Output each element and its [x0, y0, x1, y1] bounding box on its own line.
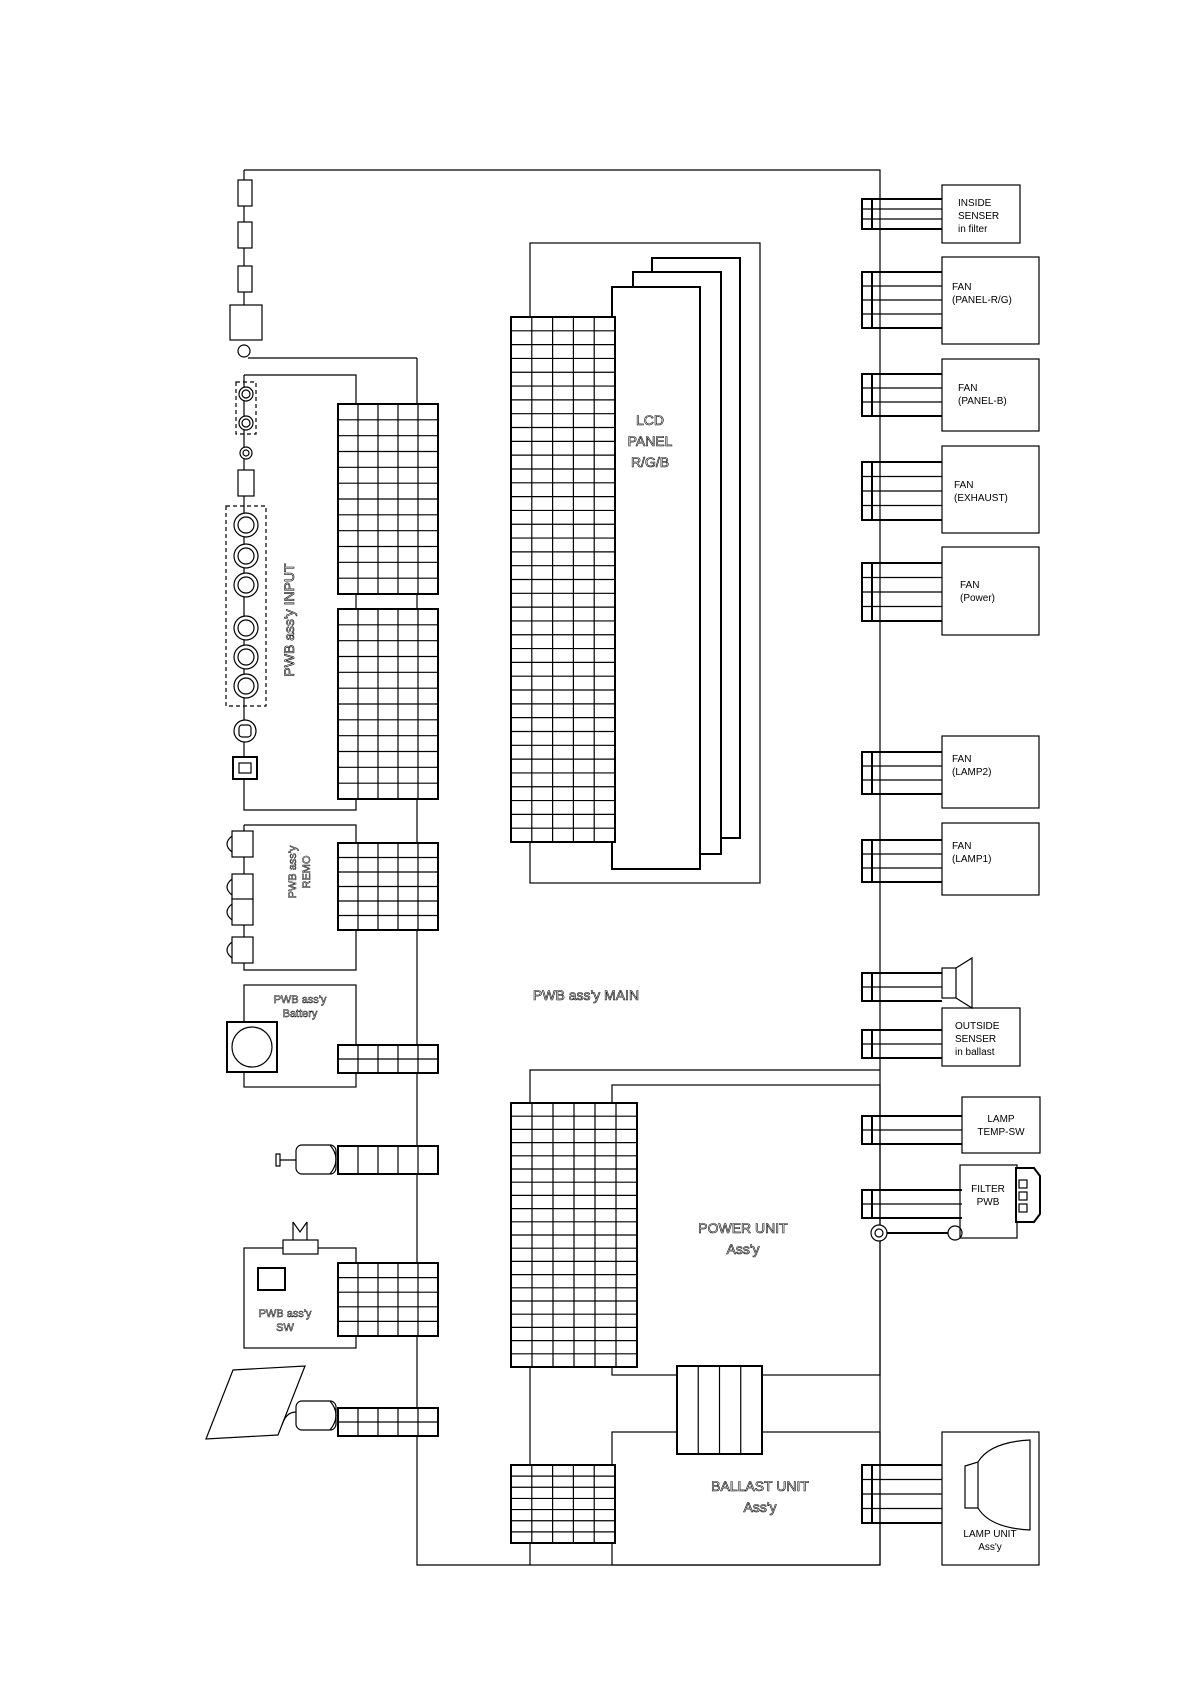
lamp-unit-label-1: LAMP UNIT [963, 1529, 1016, 1540]
battery-connector [338, 1045, 438, 1073]
fan-lamp2-label-1: FAN [952, 754, 971, 765]
fan-lamp1-label-2: (LAMP1) [952, 854, 991, 865]
fan-exhaust-label-2: (EXHAUST) [954, 493, 1008, 504]
filter-pwb-label-1: FILTER [971, 1184, 1005, 1195]
remo-board: PWB ass'y REMO [227, 825, 438, 970]
lamp-reflector-icon [978, 1440, 1030, 1530]
outside-sensor: OUTSIDE SENSER in ballast [862, 1008, 1020, 1066]
sw-board-label-1: PWB ass'y [259, 1308, 312, 1320]
inside-sensor-label-2: SENSER [958, 211, 999, 222]
inside-sensor-label-1: INSIDE [958, 198, 992, 209]
sw-connector [338, 1263, 438, 1336]
fan-lamp2: FAN (LAMP2) [862, 736, 1039, 808]
fan-panel-b: FAN (PANEL-B) [862, 359, 1039, 431]
remo-connector [338, 843, 438, 930]
fan-panel-rg-label-2: (PANEL-R/G) [952, 295, 1012, 306]
main-board-label: PWB ass'y MAIN [533, 987, 639, 1003]
input-connector-upper [338, 404, 438, 594]
fan-panel-b-label-1: FAN [958, 383, 977, 394]
power-unit-connector [511, 1103, 637, 1367]
fan-lamp1: FAN (LAMP1) [862, 823, 1039, 895]
battery-board: PWB ass'y Battery [227, 985, 438, 1087]
sw-board: PWB ass'y SW [244, 1222, 438, 1348]
lamp-temp-sw-label-1: LAMP [987, 1114, 1015, 1125]
fan-exhaust: FAN (EXHAUST) [862, 446, 1039, 533]
outside-sensor-label-3: in ballast [955, 1047, 995, 1058]
lamp-temp-sw: LAMP TEMP-SW [862, 1097, 1040, 1153]
ballast-unit-connector [511, 1465, 615, 1543]
input-board: PWB ass'y INPUT [226, 375, 438, 810]
sw-board-label-2: SW [276, 1322, 294, 1334]
ferrite-cable-lower-connector [338, 1408, 438, 1436]
lcd-connector [511, 317, 615, 842]
filter-pwb-label-2: PWB [977, 1197, 1000, 1208]
outside-sensor-label-1: OUTSIDE [955, 1021, 1000, 1032]
fan-power-label-1: FAN [960, 580, 979, 591]
fan-power: FAN (Power) [862, 547, 1039, 635]
lamp-unit-label-2: Ass'y [978, 1542, 1002, 1553]
battery-board-label-1: PWB ass'y [274, 994, 327, 1006]
power-unit-label-1: POWER UNIT [698, 1220, 788, 1236]
fan-lamp1-label-1: FAN [952, 841, 971, 852]
lamp-temp-sw-label-2: TEMP-SW [977, 1127, 1025, 1138]
lcd-panel-label-1: LCD [636, 412, 664, 428]
battery-board-label-2: Battery [283, 1008, 318, 1020]
ballast-unit-label-2: Ass'y [743, 1499, 776, 1515]
ballast-unit-label-1: BALLAST UNIT [711, 1478, 809, 1494]
ferrite-cable-upper [276, 1145, 438, 1174]
fan-power-label-2: (Power) [960, 593, 995, 604]
remo-board-label-1: PWB ass'y [287, 845, 299, 898]
inside-sensor: INSIDE SENSER in filter [862, 185, 1020, 243]
ferrite-cable-lower [206, 1366, 438, 1439]
ballast-unit: BALLAST UNIT Ass'y [511, 1366, 880, 1565]
input-board-label: PWB ass'y INPUT [281, 563, 297, 677]
lcd-panel-label-3: R/G/B [631, 454, 669, 470]
power-ballast-bridge-connector [677, 1366, 762, 1454]
fan-lamp2-label-2: (LAMP2) [952, 767, 991, 778]
inside-sensor-label-3: in filter [958, 224, 988, 235]
lamp-bulb-icon [965, 1462, 978, 1508]
outside-sensor-label-2: SENSER [955, 1034, 996, 1045]
fan-panel-b-label-2: (PANEL-B) [958, 396, 1007, 407]
speaker [862, 958, 972, 1008]
fan-panel-rg-label-1: FAN [952, 282, 971, 293]
input-connector-lower [338, 609, 438, 799]
power-unit-label-2: Ass'y [726, 1241, 759, 1257]
fan-exhaust-label-1: FAN [954, 480, 973, 491]
lcd-panel-label-2: PANEL [628, 433, 673, 449]
lamp-unit: LAMP UNIT Ass'y [862, 1432, 1039, 1565]
fan-panel-rg: FAN (PANEL-R/G) [862, 257, 1039, 344]
ferrite-cable-upper-connector [338, 1146, 438, 1174]
lcd-panel: LCD PANEL R/G/B [511, 243, 760, 883]
remo-board-label-2: REMO [301, 855, 313, 888]
top-left-connectors [230, 180, 262, 357]
